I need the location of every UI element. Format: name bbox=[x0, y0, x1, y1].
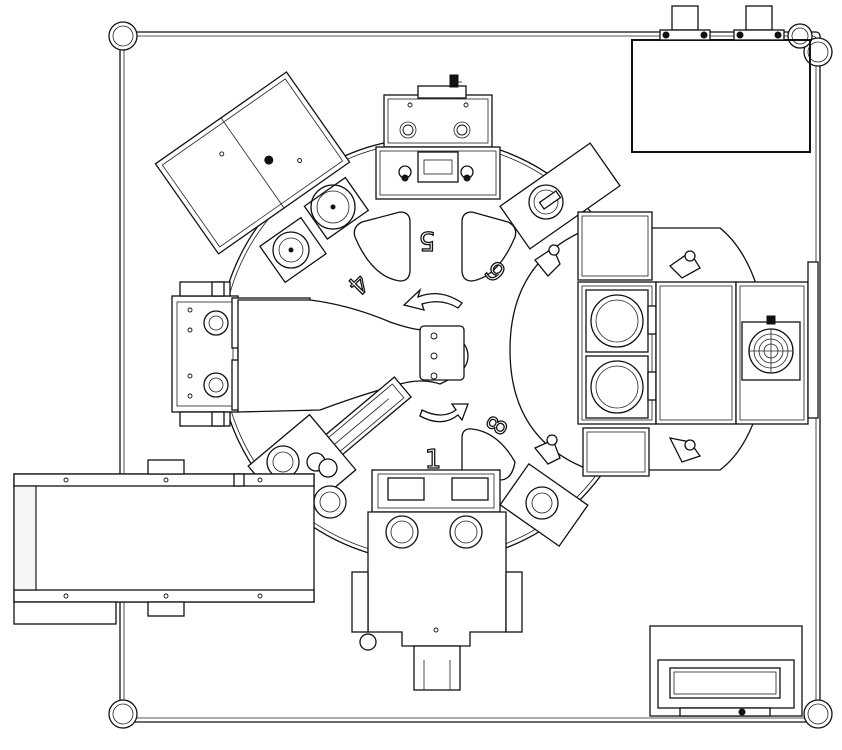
station-5-fixture bbox=[375, 74, 501, 200]
right-handle-bottom-left bbox=[533, 434, 561, 465]
corner-foot-top-mid-right bbox=[787, 23, 813, 49]
station-6-clamp bbox=[499, 142, 621, 250]
arm-base-block bbox=[171, 281, 239, 427]
display-panel-bottom-right bbox=[649, 625, 803, 717]
corner-foot-top-left bbox=[108, 21, 138, 51]
right-handle-bottom-right bbox=[668, 437, 702, 463]
right-handle-top-left bbox=[534, 244, 561, 277]
station-1-unit bbox=[351, 469, 523, 691]
conveyor-left bbox=[13, 459, 315, 625]
table-cutouts bbox=[353, 211, 517, 483]
dual-sensor-module bbox=[577, 281, 657, 425]
station-4-motor-a bbox=[303, 176, 370, 240]
corner-foot-bottom-left bbox=[108, 699, 138, 729]
fan-unit bbox=[735, 261, 819, 425]
rotation-arrow-upper bbox=[402, 287, 463, 311]
oval-top-box bbox=[577, 211, 653, 281]
corner-foot-bottom-right bbox=[803, 699, 833, 729]
control-cabinet-top-right bbox=[631, 5, 811, 153]
station-4-motor-b bbox=[258, 216, 328, 284]
rotation-arrow-lower bbox=[419, 403, 469, 423]
bottom-right-cup-holder bbox=[499, 462, 589, 548]
station-4-unit bbox=[154, 71, 351, 255]
station-label-5: 5 bbox=[419, 225, 436, 255]
sensor-module-panel bbox=[655, 281, 737, 425]
oval-bottom-box bbox=[582, 427, 650, 477]
arm-boom bbox=[237, 299, 469, 413]
station-label-1: 1 bbox=[425, 445, 442, 475]
right-handle-top-right bbox=[668, 250, 701, 279]
